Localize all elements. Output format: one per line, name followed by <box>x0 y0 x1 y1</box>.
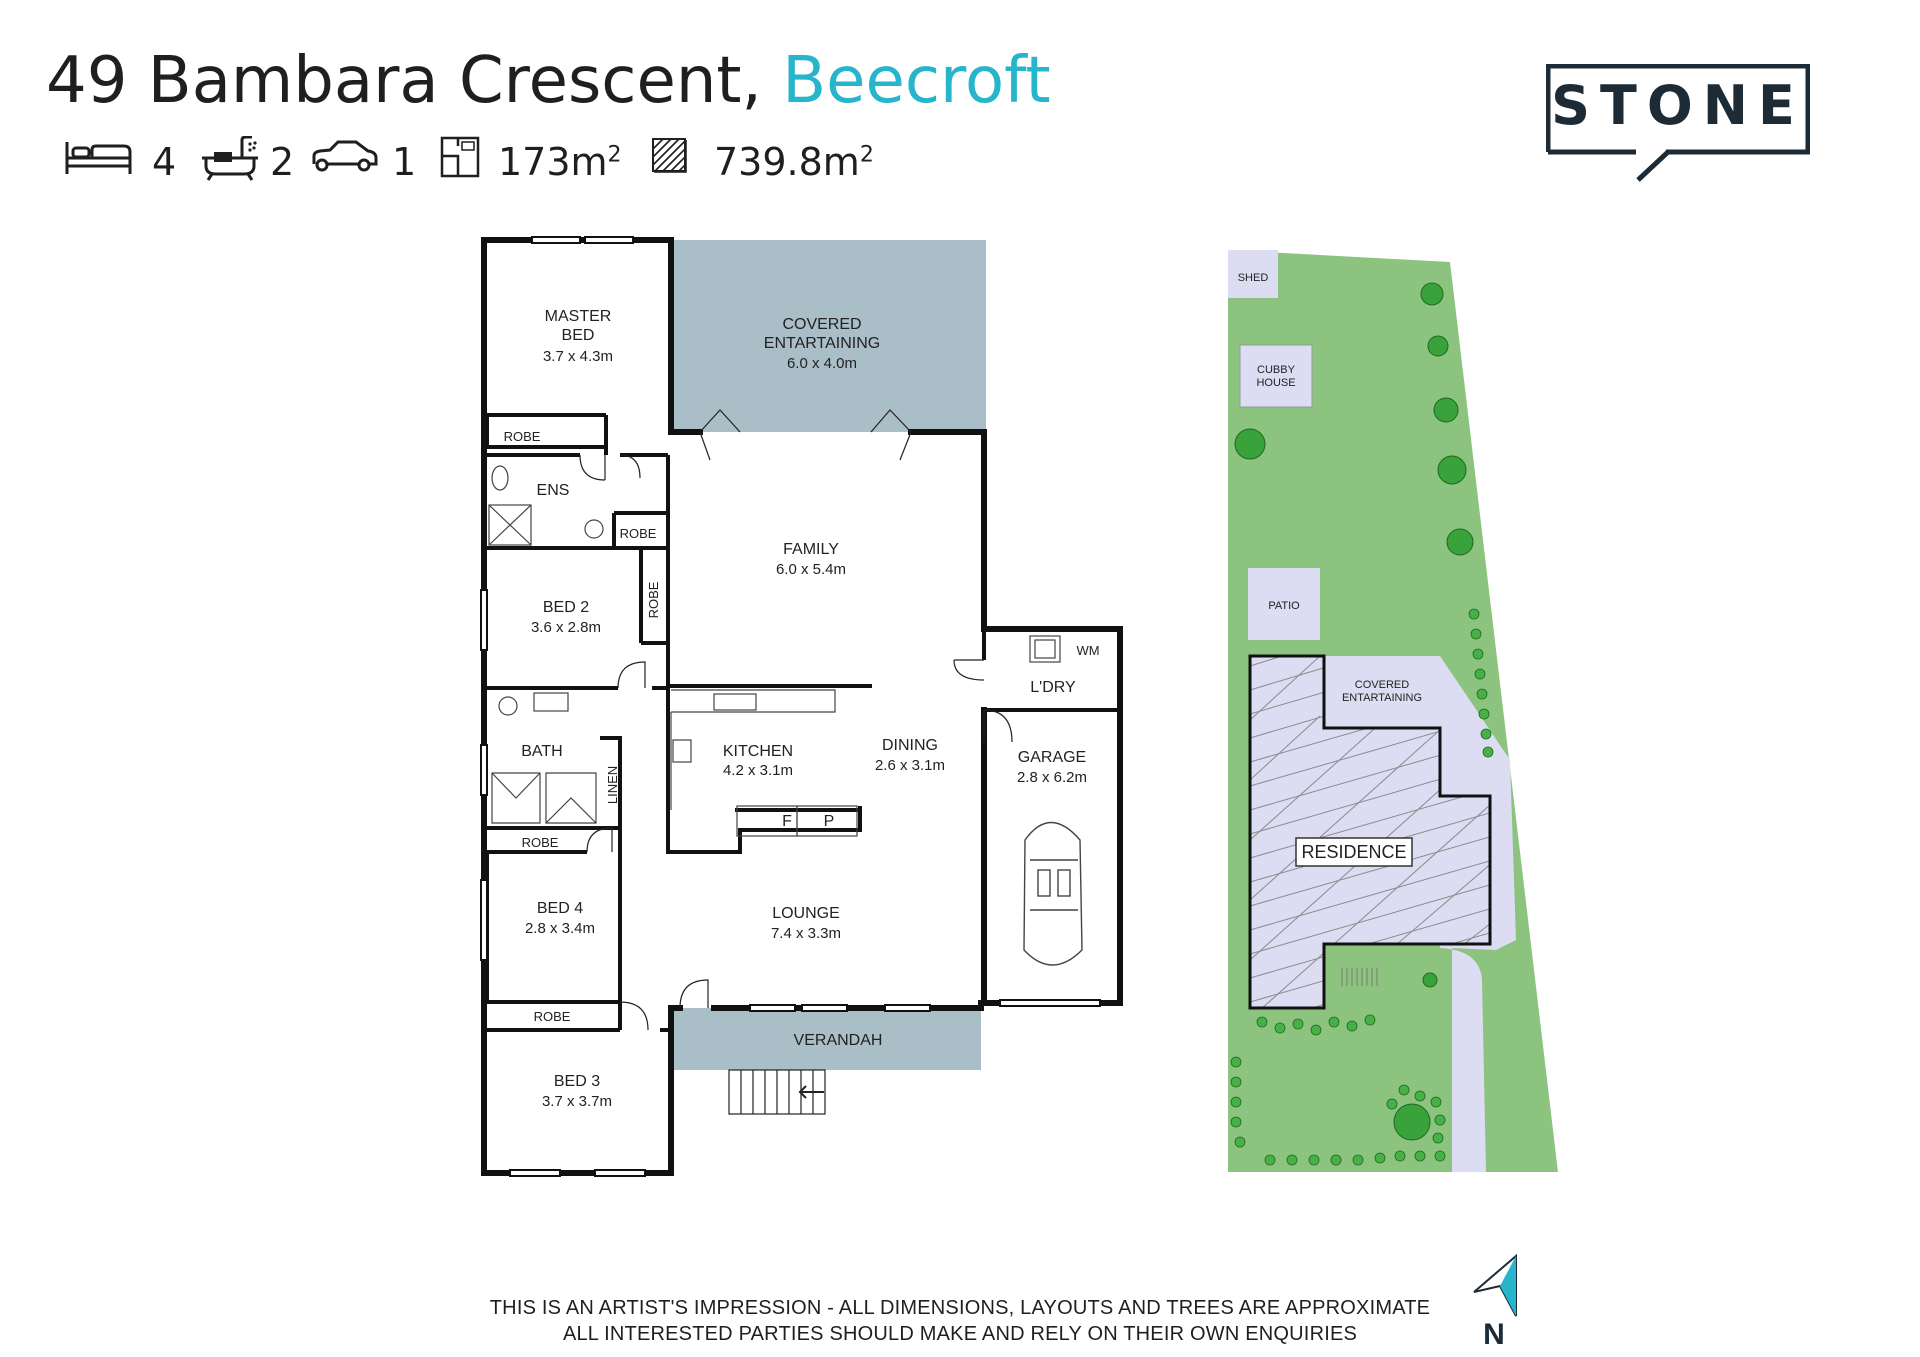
land-area-value: 739.8m2 <box>714 140 874 184</box>
bathrooms-count: 2 <box>270 140 295 184</box>
garage-size: 2.8 x 6.2m <box>1017 769 1087 786</box>
bed3-size: 3.7 x 3.7m <box>542 1093 612 1110</box>
internal-area-stat: 173m2 <box>440 136 622 186</box>
stone-logo: STONE <box>1546 64 1810 182</box>
internal-area-unit: 2 <box>607 142 622 168</box>
cubby-label-2: HOUSE <box>1256 377 1295 389</box>
washing-machine-label: WM <box>1076 643 1099 658</box>
kitchen-label: KITCHEN <box>723 743 793 760</box>
bed-icon <box>65 142 132 174</box>
cubby-house-building <box>1239 344 1313 408</box>
covered-entertaining-label-2: ENTARTAINING <box>764 335 880 352</box>
site-plan: SHED CUBBY HOUSE PATIO COVERED ENTARTAIN… <box>1228 250 1558 1172</box>
shed-label: SHED <box>1238 272 1269 284</box>
lounge-size: 7.4 x 3.3m <box>771 925 841 942</box>
residence-hatching <box>1250 656 1490 1008</box>
residence-label: RESIDENCE <box>1301 842 1406 862</box>
kitchen-size: 4.2 x 3.1m <box>723 762 793 779</box>
bed2-label: BED 2 <box>543 599 589 616</box>
car-icon <box>1023 822 1083 966</box>
garage-label: GARAGE <box>1018 749 1086 766</box>
family-size: 6.0 x 5.4m <box>776 561 846 578</box>
master-bed-label: MASTER <box>545 308 612 325</box>
lounge-label: LOUNGE <box>772 905 840 922</box>
family-label: FAMILY <box>783 541 839 558</box>
covered-entertaining-area <box>671 240 986 432</box>
bed3-label: BED 3 <box>554 1073 600 1090</box>
bed4-size: 2.8 x 3.4m <box>525 920 595 937</box>
suburb-text: Beecroft <box>782 44 1051 118</box>
fridge-label: F <box>782 813 792 830</box>
windows <box>480 236 1101 1177</box>
patio-label: PATIO <box>1268 600 1300 612</box>
bathroom-fixtures <box>488 465 604 824</box>
shed-building <box>1228 250 1278 298</box>
floorplan-icon <box>440 136 480 178</box>
dining-size: 2.6 x 3.1m <box>875 757 945 774</box>
bath-icon <box>202 135 258 181</box>
land-area-unit: 2 <box>859 142 874 168</box>
north-label: N <box>1483 1318 1505 1351</box>
covered-entertaining-size: 6.0 x 4.0m <box>787 355 857 372</box>
property-title: 49 Bambara Crescent, Beecroft <box>46 44 1051 118</box>
car-count: 1 <box>392 140 417 184</box>
doors <box>579 409 1013 1031</box>
cubby-label: CUBBY <box>1257 364 1296 376</box>
internal-area-text: 173m <box>498 140 608 184</box>
robe-bed2-label: ROBE <box>646 581 661 618</box>
bedrooms-stat: 4 <box>64 136 176 186</box>
verandah-area <box>671 1008 981 1070</box>
address-text: 49 Bambara Crescent, <box>46 44 762 118</box>
land-area-text: 739.8m <box>714 140 860 184</box>
ensuite-label: ENS <box>537 482 570 499</box>
disclaimer-line-1: THIS IS AN ARTIST'S IMPRESSION - ALL DIM… <box>489 1297 1431 1319</box>
logo-text: STONE <box>1551 74 1805 137</box>
walls <box>481 237 1123 1176</box>
north-arrow-icon <box>1473 1253 1517 1317</box>
bedrooms-count: 4 <box>152 140 177 184</box>
kitchen-benches <box>670 689 858 837</box>
site-covered-label: COVERED <box>1355 679 1409 691</box>
robe-ensuite-label: ROBE <box>620 526 657 541</box>
site-labels: SHED CUBBY HOUSE PATIO COVERED ENTARTAIN… <box>1238 272 1422 862</box>
internal-area-value: 173m2 <box>498 140 622 184</box>
covered-entertaining-label: COVERED <box>782 316 861 333</box>
robe-master-label: ROBE <box>504 429 541 444</box>
land-icon <box>652 138 687 173</box>
dining-label: DINING <box>882 737 938 754</box>
master-bed-size: 3.7 x 4.3m <box>543 348 613 365</box>
master-bed-label-2: BED <box>562 327 595 344</box>
room-labels: MASTER BED 3.7 x 4.3m COVERED ENTARTAINI… <box>504 308 1100 1110</box>
entry-steps <box>1341 968 1378 986</box>
shrubs <box>1230 608 1494 1166</box>
disclaimer-line-2: ALL INTERESTED PARTIES SHOULD MAKE AND R… <box>562 1323 1358 1345</box>
steps-arrow-icon <box>798 1085 824 1099</box>
car-icon <box>312 140 378 172</box>
robe-bed3-label: ROBE <box>534 1009 571 1024</box>
bed4-label: BED 4 <box>537 900 583 917</box>
north-compass: N <box>1464 1252 1524 1352</box>
interior-walls <box>485 413 1120 1032</box>
site-covered-label-2: ENTARTAINING <box>1342 692 1422 704</box>
patio-area <box>1248 568 1320 640</box>
laundry-tub <box>1029 635 1061 663</box>
laundry-label: L'DRY <box>1030 679 1076 696</box>
bathrooms-stat: 2 <box>200 135 294 186</box>
verandah-label: VERANDAH <box>794 1032 883 1049</box>
car-stat: 1 <box>310 136 416 186</box>
disclaimer: THIS IS AN ARTIST'S IMPRESSION - ALL DIM… <box>460 1295 1460 1347</box>
logo-frame <box>1546 64 1810 182</box>
robe-bed4-label: ROBE <box>522 835 559 850</box>
residence-label-box <box>1295 837 1413 867</box>
bath-label: BATH <box>521 743 562 760</box>
land-area-stat: 739.8m2 <box>650 136 874 186</box>
bed2-size: 3.6 x 2.8m <box>531 619 601 636</box>
linen-label: LINEN <box>605 766 620 804</box>
pantry-label: P <box>824 813 835 830</box>
property-stats: 4 2 1 <box>60 135 960 186</box>
trees <box>1234 282 1474 1141</box>
